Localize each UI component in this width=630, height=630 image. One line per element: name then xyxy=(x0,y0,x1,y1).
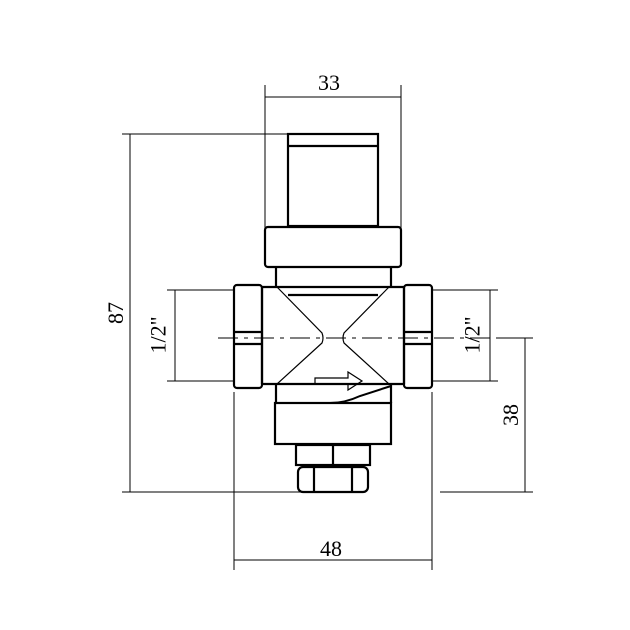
adjust-cap xyxy=(286,132,380,228)
dim-87-label: 87 xyxy=(103,302,128,324)
valve-body xyxy=(232,132,434,494)
left-nut xyxy=(232,283,264,390)
dim-48-label: 48 xyxy=(320,536,342,561)
dim-left-thread-label: 1/2" xyxy=(145,316,171,354)
right-nut xyxy=(402,283,434,390)
flow-channels xyxy=(276,286,390,392)
ring xyxy=(263,225,403,269)
bottom-nut xyxy=(296,465,370,494)
flow-arrow-icon xyxy=(314,370,364,392)
dim-33-label: 33 xyxy=(318,70,340,95)
dimension-lines xyxy=(122,85,533,570)
dim-right-thread-label: 1/2" xyxy=(459,316,485,354)
lower-housing xyxy=(273,401,393,446)
dim-38-label: 38 xyxy=(498,404,523,426)
